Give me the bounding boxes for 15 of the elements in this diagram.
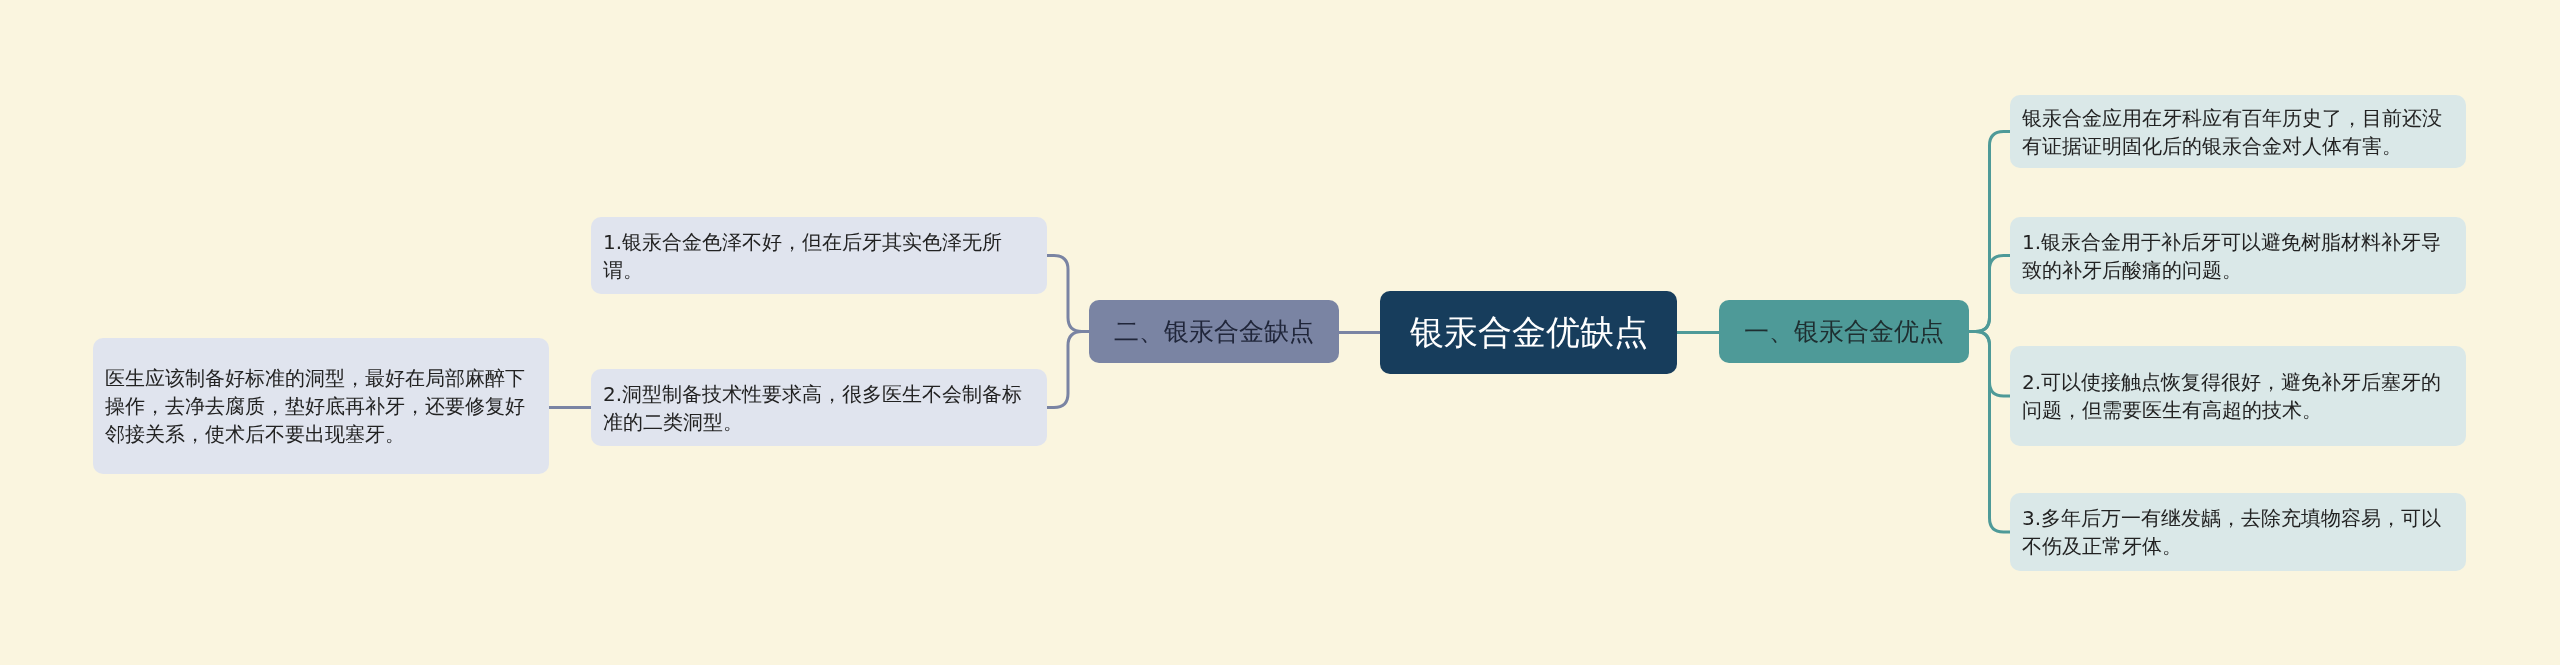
subtopic-box: 1.银汞合金用于补后牙可以避免树脂材料补牙导致的补牙后酸痛的问题。 (2010, 217, 2466, 294)
connector-line (549, 406, 591, 409)
subtopic-box: 医生应该制备好标准的洞型，最好在局部麻醉下操作，去净去腐质，垫好底再补牙，还要修复好邻接关系，使术后不要出现塞牙。 (93, 338, 549, 474)
subtopic-box: 1.银汞合金色泽不好，但在后牙其实色泽无所谓。 (591, 217, 1047, 294)
branch-topic-box: 一、银汞合金优点 (1719, 300, 1969, 363)
branch-topic-box: 二、银汞合金缺点 (1089, 300, 1339, 363)
subtopic-box: 银汞合金应用在牙科应有百年历史了，目前还没有证据证明固化后的银汞合金对人体有害。 (2010, 95, 2466, 168)
subtopic-box: 2.可以使接触点恢复得很好，避免补牙后塞牙的问题，但需要医生有高超的技术。 (2010, 346, 2466, 446)
subtopic-box: 2.洞型制备技术性要求高，很多医生不会制备标准的二类洞型。 (591, 369, 1047, 446)
connector-line (1677, 331, 1719, 334)
connector-line (1969, 330, 2010, 534)
connector-line (1047, 330, 1089, 409)
subtopic-box: 3.多年后万一有继发龋，去除充填物容易，可以不伤及正常牙体。 (2010, 493, 2466, 571)
central-topic-box: 银汞合金优缺点 (1380, 291, 1677, 374)
connector-line (1339, 331, 1380, 334)
